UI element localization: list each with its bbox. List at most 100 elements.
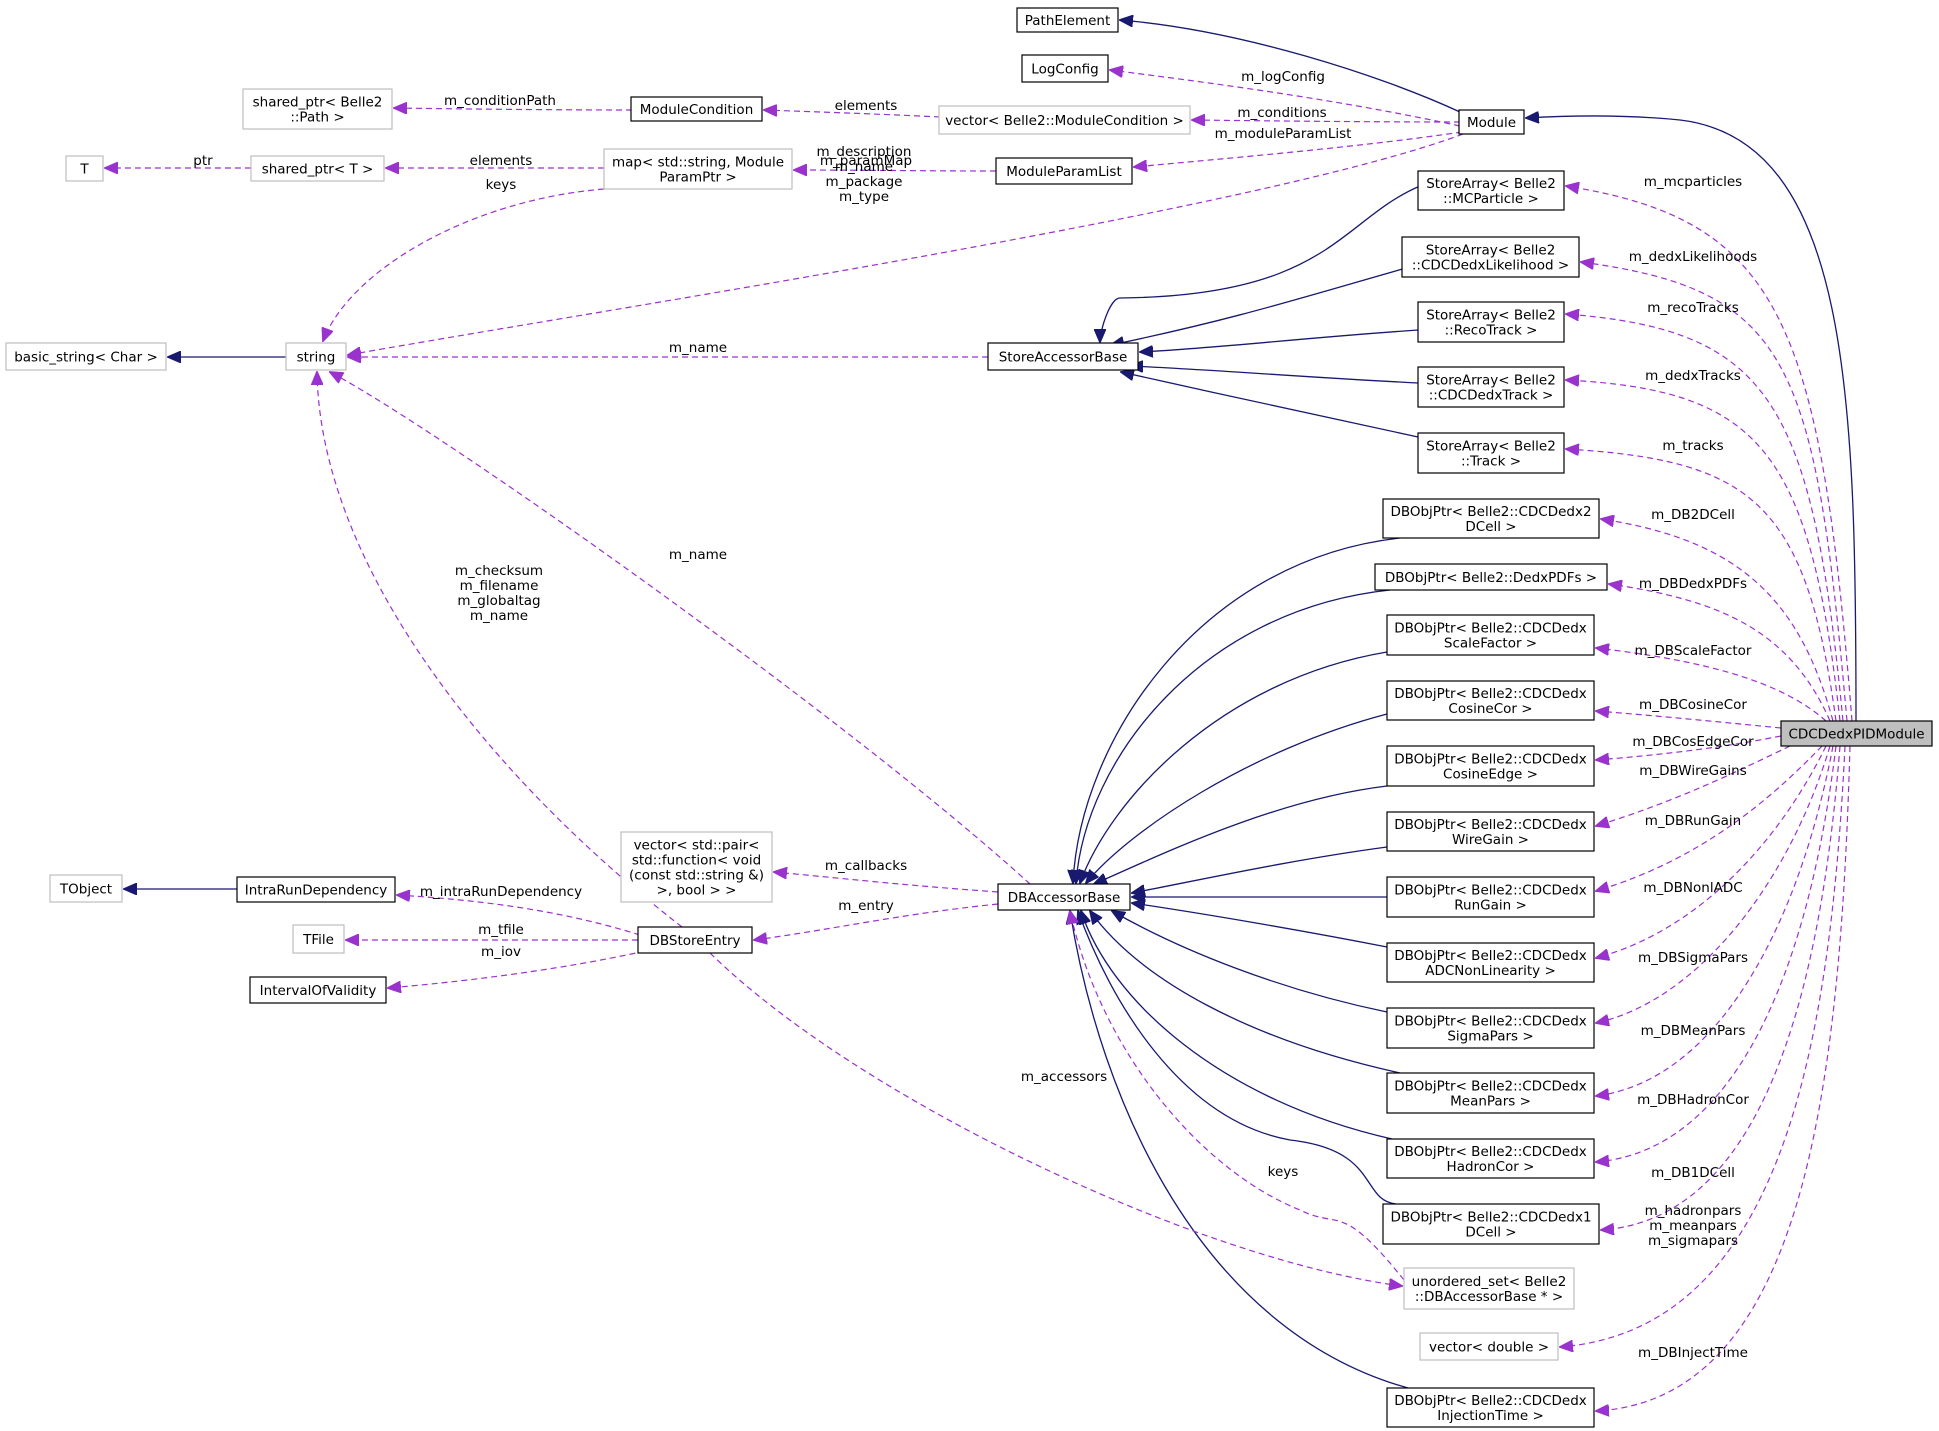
class-node-label-line: DCell > [1465,1225,1516,1241]
class-node-label: IntraRunDependency [245,883,388,899]
usage-edge-CDCDedxPIDModule-to-DB_CosineCor [1596,711,1782,729]
usage-edge-CDCDedxPIDModule-to-SA_Likelihood [1581,262,1848,722]
class-node-box [285,342,347,371]
class-node-box [1401,236,1580,278]
class-node-SA_Track[interactable]: StoreArray< Belle2::Track > [1417,432,1565,474]
class-node-label-line: DBObjPtr< Belle2::CDCDedx [1394,1393,1587,1409]
edge-label-line: m_DBNonlADC [1643,880,1742,896]
class-node-label-line: basic_string< Char > [14,350,158,366]
edge-label-m_tracks: m_tracks [1662,438,1723,454]
inheritance-edge-SA_MCParticle-to-StoreAccessorBase [1100,185,1421,342]
edge-label-m_callbacks: m_callbacks [825,858,907,874]
class-node-SA_DedxTrack[interactable]: StoreArray< Belle2::CDCDedxTrack > [1417,366,1565,408]
edge-label-m_entry: m_entry [838,898,894,914]
class-node-label: TObject [59,882,112,898]
class-node-label-line: SigmaPars > [1447,1029,1533,1045]
edge-label-line: m_type [839,189,889,205]
class-node-label: StoreArray< Belle2::CDCDedxLikelihood > [1412,243,1569,274]
edge-label-m_DB1DCell: m_DB1DCell [1651,1165,1735,1181]
usage-edge-CDCDedxPIDModule-to-DB_MeanPars [1596,745,1834,1096]
edge-label-m_DBCosineCor: m_DBCosineCor [1639,697,1747,713]
class-node-IntervalOfValidity[interactable]: IntervalOfValidity [249,976,387,1004]
class-node-label: TFile [302,932,334,948]
class-node-label-line: StoreArray< Belle2 [1426,243,1556,259]
usage-edge-ModuleCondition-to-shared_ptr_path [394,108,633,110]
edge-label-line: m_DBDedxPDFs [1639,576,1747,592]
class-node-label-line: DCell > [1465,519,1516,535]
edge-label-line: m_tracks [1662,438,1723,454]
edge-label-line: m_iov [481,944,521,960]
edge-label-line: m_DBWireGains [1639,763,1747,779]
class-node-LogConfig[interactable]: LogConfig [1021,54,1109,83]
class-node-SA_MCParticle[interactable]: StoreArray< Belle2::MCParticle > [1417,170,1565,211]
usage-edge-vector_modcond-to-ModuleCondition [764,110,941,118]
class-node-label-line: ModuleCondition [640,102,754,118]
class-node-SA_RecoTrack[interactable]: StoreArray< Belle2::RecoTrack > [1417,301,1565,343]
edge-label-line: m_DBCosEdgeCor [1632,734,1754,750]
class-node-label-line: StoreArray< Belle2 [1426,308,1556,324]
class-node-Module[interactable]: Module [1458,109,1525,135]
class-node-box [65,155,104,182]
class-node-string: string [285,342,347,371]
class-node-T: T [65,155,104,182]
class-node-DB_DedxPDFs[interactable]: DBObjPtr< Belle2::DedxPDFs > [1374,563,1608,591]
class-node-unordered_set: unordered_set< Belle2::DBAccessorBase * … [1403,1267,1575,1310]
class-node-box [620,831,773,903]
edge-label-m_DBMeanPars: m_DBMeanPars [1641,1023,1746,1039]
class-node-box [1016,7,1119,33]
class-node-SA_Likelihood[interactable]: StoreArray< Belle2::CDCDedxLikelihood > [1401,236,1580,278]
class-node-label-line: DBObjPtr< Belle2::CDCDedx [1394,883,1587,899]
edge-label-line: m_DBCosineCor [1639,697,1747,713]
class-node-DBStoreEntry[interactable]: DBStoreEntry [637,926,753,954]
edge-label-m_DBInjectTime: m_DBInjectTime [1638,1345,1748,1361]
edge-label-line: m_DBSigmaPars [1638,950,1748,966]
class-node-box [1386,1007,1595,1049]
usage-edge-DBAccessorBase-to-DBStoreEntry [754,903,999,940]
class-node-PathElement[interactable]: PathElement [1016,7,1119,33]
usage-edge-DBStoreEntry-to-IntraRunDependency [397,895,641,936]
edge-label-line: elements [835,98,898,114]
class-node-label-line: HadronCor > [1447,1159,1535,1175]
edge-label-m_dedxLikelihoods: m_dedxLikelihoods [1629,249,1757,265]
class-node-label-line: ::Path > [290,110,344,126]
edge-label-line: m_sigmapars [1648,1233,1738,1249]
class-node-label-line: ScaleFactor > [1444,636,1537,652]
class-node-CDCDedxPIDModule[interactable]: CDCDedxPIDModule [1780,720,1933,747]
edge-label-ptr: ptr [193,153,213,169]
class-node-label-line: DBObjPtr< Belle2::CDCDedx [1394,1079,1587,1095]
class-node-DBAccessorBase[interactable]: DBAccessorBase [997,883,1131,911]
class-node-ModuleCondition[interactable]: ModuleCondition [630,96,763,122]
edge-label-m_DBDedxPDFs: m_DBDedxPDFs [1639,576,1747,592]
edge-label-m_conditions: m_conditions [1237,105,1326,121]
edge-label-line: m_name [835,159,893,175]
edge-label-line: m_name [669,340,727,356]
class-node-ModuleParamList[interactable]: ModuleParamList [995,157,1133,185]
edge-label-line: m_conditionPath [444,93,556,109]
class-node-label: T [79,162,89,178]
class-node-StoreAccessorBase[interactable]: StoreAccessorBase [987,342,1139,371]
class-node-box [1386,745,1595,787]
edge-label-line: m_DBRunGain [1645,813,1741,829]
class-node-label: IntervalOfValidity [260,983,377,999]
class-node-label: shared_ptr< T > [262,162,374,178]
edge-label-line: m_paramMap [820,153,912,169]
class-node-IntraRunDependency[interactable]: IntraRunDependency [236,876,396,903]
class-node-label-line: WireGain > [1452,832,1529,848]
class-node-label: shared_ptr< Belle2::Path > [253,95,383,126]
